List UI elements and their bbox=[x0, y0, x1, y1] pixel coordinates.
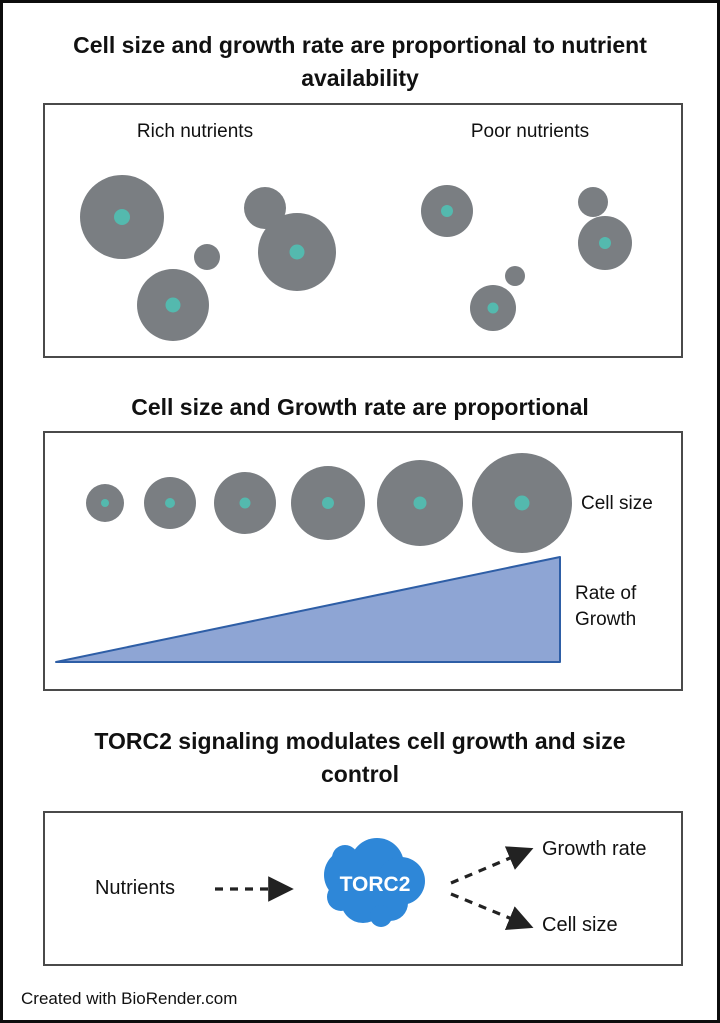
panel3-title: TORC2 signaling modulates cell growth an… bbox=[3, 725, 717, 792]
yeast-cell bbox=[144, 477, 196, 529]
cell-nucleus bbox=[441, 205, 453, 217]
cell-nucleus bbox=[322, 497, 334, 509]
panel1-title-text: Cell size and growth rate are proportion… bbox=[73, 32, 647, 92]
yeast-cell bbox=[214, 472, 276, 534]
torc2-label: TORC2 bbox=[339, 873, 411, 896]
yeast-cell bbox=[421, 185, 473, 237]
torc2-blob bbox=[324, 838, 425, 927]
panel1-box: Rich nutrients Poor nutrients bbox=[43, 103, 683, 358]
growth-rate-label: Growth rate bbox=[542, 838, 647, 860]
yeast-cell bbox=[258, 213, 336, 291]
panel3-title-text: TORC2 signaling modulates cell growth an… bbox=[94, 728, 626, 788]
biorender-credit: Created with BioRender.com bbox=[21, 989, 238, 1008]
panel2-title: Cell size and Growth rate are proportion… bbox=[3, 391, 717, 424]
yeast-cell bbox=[80, 175, 164, 259]
cell-nucleus bbox=[413, 496, 427, 510]
cell-size-output-label: Cell size bbox=[542, 914, 618, 936]
cell-nucleus bbox=[289, 244, 305, 260]
yeast-cell bbox=[291, 466, 365, 540]
yeast-cell bbox=[472, 453, 572, 553]
nutrients-label: Nutrients bbox=[94, 877, 176, 899]
cell-nucleus bbox=[101, 499, 109, 507]
cell-size-label: Cell size bbox=[581, 493, 653, 514]
torc2-pathway-graphic bbox=[215, 838, 534, 930]
panel2-box: Cell size Rate of Growth bbox=[43, 431, 683, 691]
cell-nucleus bbox=[487, 302, 499, 314]
cell-bud bbox=[578, 187, 608, 217]
yeast-cell bbox=[578, 216, 632, 270]
cell-nucleus bbox=[114, 209, 130, 225]
yeast-cell bbox=[137, 269, 209, 341]
torc2-to-growth-rate-arrow bbox=[450, 846, 534, 885]
yeast-cell bbox=[86, 484, 124, 522]
torc2-to-cell-size-arrow bbox=[450, 892, 534, 930]
panel2-title-text: Cell size and Growth rate are proportion… bbox=[131, 394, 589, 420]
panel3-box: Nutrients TORC2 Growth rate Cell size bbox=[43, 811, 683, 966]
growth-rate-triangle bbox=[55, 556, 561, 663]
panel1-title: Cell size and growth rate are proportion… bbox=[3, 29, 717, 96]
cell-bud bbox=[194, 244, 220, 270]
rate-of-growth-label: Rate of Growth bbox=[575, 583, 637, 630]
rich-nutrients-label: Rich nutrients bbox=[136, 121, 254, 142]
cell-nucleus bbox=[239, 497, 251, 509]
cell-nucleus bbox=[165, 498, 175, 508]
cell-nucleus bbox=[514, 495, 530, 511]
poor-nutrients-label: Poor nutrients bbox=[470, 121, 590, 142]
cell-nucleus bbox=[599, 237, 611, 249]
yeast-cell bbox=[377, 460, 463, 546]
cell-nucleus bbox=[165, 297, 181, 313]
yeast-cell bbox=[470, 285, 516, 331]
cell-bud bbox=[505, 266, 525, 286]
